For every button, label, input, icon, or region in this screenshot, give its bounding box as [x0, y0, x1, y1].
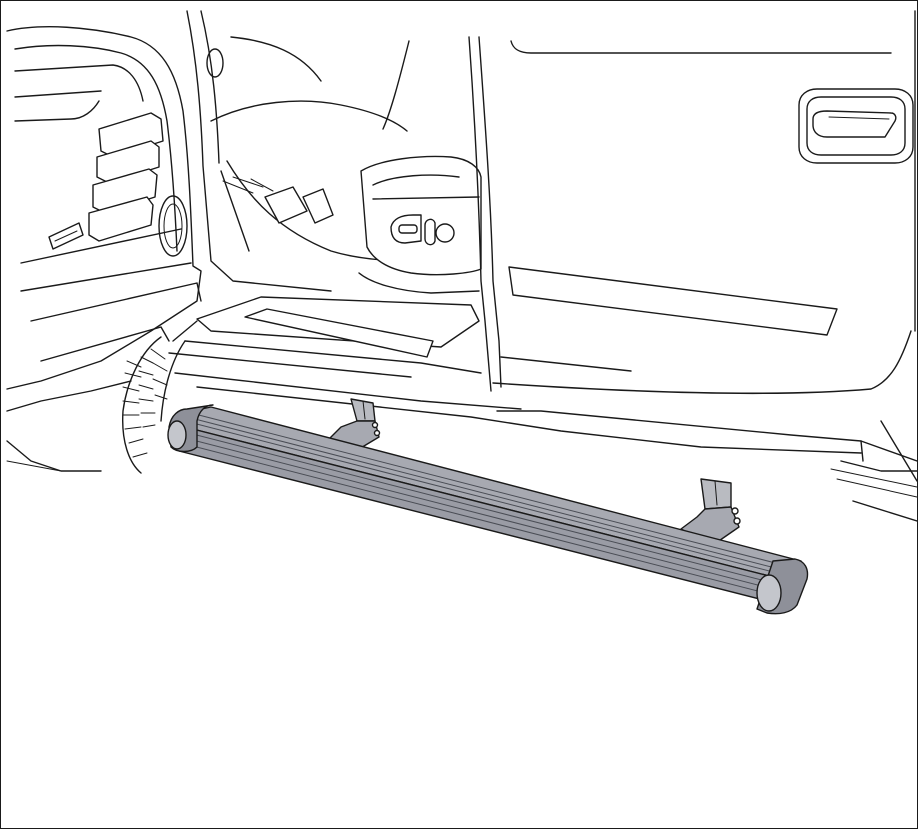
rear-door — [174, 10, 917, 522]
brake-pedal — [302, 188, 334, 224]
sill-scuff-plate — [244, 308, 434, 358]
ground-line — [6, 460, 62, 472]
door-crease-molding — [508, 266, 838, 336]
step-front-end-cap — [167, 404, 214, 453]
pillar-bolt-icon — [206, 48, 224, 78]
tire — [121, 336, 186, 474]
door-sill — [168, 296, 482, 378]
door-opening — [186, 10, 472, 292]
step-rear-end-cap — [756, 558, 809, 615]
door-switch-panel — [88, 112, 164, 242]
power-running-board — [167, 404, 809, 615]
speaker-grille-icon — [158, 195, 188, 257]
gas-pedal — [250, 178, 308, 224]
seat-base — [358, 155, 482, 294]
rear-door-handle — [798, 88, 914, 164]
front-door — [6, 26, 202, 472]
seat-adjust-controls — [390, 214, 455, 246]
